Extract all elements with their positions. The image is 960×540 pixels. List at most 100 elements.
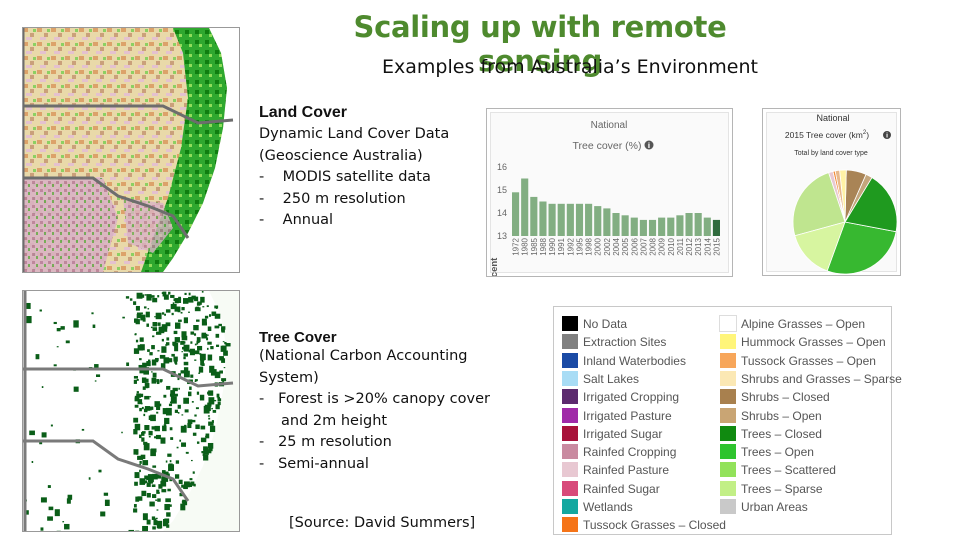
tree-patch [193, 483, 196, 487]
bar[interactable] [539, 201, 547, 237]
bar[interactable] [603, 208, 611, 236]
tree-patch [176, 446, 179, 449]
tree-patch [203, 446, 208, 451]
tree-patch [141, 431, 146, 434]
pie-slice[interactable] [794, 221, 846, 272]
tree-patch [207, 334, 209, 336]
tree-patch [162, 425, 167, 432]
tree-patch [190, 341, 193, 344]
tree-patch [197, 345, 203, 351]
bar[interactable] [621, 215, 629, 236]
bar[interactable] [648, 219, 657, 236]
tree-patch [133, 301, 137, 305]
tree-patch [136, 378, 139, 381]
tree-patch [145, 476, 150, 479]
bar-xtick-label: 1992 [566, 237, 575, 255]
bar[interactable] [575, 203, 584, 236]
tree-patch [183, 397, 189, 404]
tree-patch [183, 317, 189, 324]
tree-patch [157, 350, 160, 352]
tree-patch [174, 393, 178, 397]
tree-patch [50, 424, 53, 427]
pie-slice[interactable] [844, 176, 898, 233]
tree-patch [217, 401, 221, 406]
bar[interactable] [639, 219, 647, 236]
pie-chart-panel: National 2015 Tree cover (km2) i Total b… [762, 108, 901, 276]
bar[interactable] [585, 203, 593, 236]
tree-patch [200, 425, 206, 430]
tree-patch [136, 393, 142, 398]
tree-patch [215, 306, 218, 309]
tree-patch [151, 516, 156, 520]
pie-slice[interactable] [826, 221, 897, 275]
tree-patch [122, 316, 125, 319]
tree-patch [181, 414, 184, 416]
bar[interactable] [512, 192, 520, 236]
tree-patch [180, 503, 186, 511]
tree-patch [56, 327, 61, 332]
tree-patch [154, 316, 156, 318]
tree-patch [180, 370, 185, 374]
tree-patch [139, 434, 142, 439]
tree-patch [214, 313, 221, 319]
tree-patch [163, 294, 169, 300]
tree-patch [205, 433, 210, 439]
bar[interactable] [667, 217, 675, 236]
bar[interactable] [566, 203, 574, 236]
tree-patch [154, 401, 160, 408]
tree-patch [148, 430, 153, 436]
tree-patch [183, 370, 190, 378]
legend-label: Alpine Grasses – Open [741, 317, 866, 331]
bar-xtick-label: 2014 [703, 237, 712, 255]
bar[interactable] [612, 213, 620, 236]
bar[interactable] [548, 203, 556, 236]
tree-patch [165, 498, 171, 503]
tree-patch [156, 520, 163, 529]
bar[interactable] [685, 213, 693, 236]
bar[interactable] [712, 219, 720, 236]
tree-patch [217, 398, 222, 402]
tree-patch [54, 509, 60, 517]
legend-label: Trees – Sparse [741, 481, 823, 496]
bar[interactable] [557, 203, 565, 236]
legend-swatch [720, 352, 736, 368]
tree-patch [81, 428, 85, 431]
legend-label: Rainfed Sugar [583, 481, 660, 496]
tree-patch [215, 404, 220, 410]
bar-ytick-label: 15 [497, 185, 507, 195]
info-icon[interactable] [644, 140, 654, 150]
tree-patch [177, 377, 180, 381]
tree-patch [146, 477, 149, 481]
bar-xtick-label: 1972 [512, 237, 521, 255]
tree-patch [164, 503, 170, 511]
tree-patch [206, 305, 209, 308]
bar[interactable] [530, 196, 538, 236]
tree-patch [151, 295, 155, 298]
pie-slice[interactable] [792, 172, 846, 237]
tree-patch [190, 481, 195, 486]
bar[interactable] [630, 217, 638, 236]
tree-patch [171, 312, 174, 316]
bar-xtick-label: 2010 [667, 237, 676, 255]
bar[interactable] [694, 213, 702, 236]
tree-patch [173, 342, 179, 347]
tree-patch [170, 390, 176, 397]
tree-patch [196, 391, 200, 395]
tree-patch [170, 303, 177, 310]
bar[interactable] [703, 217, 711, 236]
tree-patch [178, 373, 182, 376]
tree-patch [221, 327, 224, 332]
pie-info-icon[interactable] [883, 131, 891, 139]
tree-patch [169, 427, 173, 431]
bar[interactable] [521, 178, 529, 237]
tree-patch [140, 454, 146, 460]
legend-swatch [562, 334, 578, 350]
tree-patch [173, 330, 178, 335]
land-cover-map [22, 27, 240, 273]
bar[interactable] [594, 206, 602, 236]
bar[interactable] [676, 215, 684, 236]
source-note: [Source: David Summers] [289, 515, 476, 531]
bar[interactable] [658, 217, 666, 236]
tree-patch [200, 296, 205, 303]
